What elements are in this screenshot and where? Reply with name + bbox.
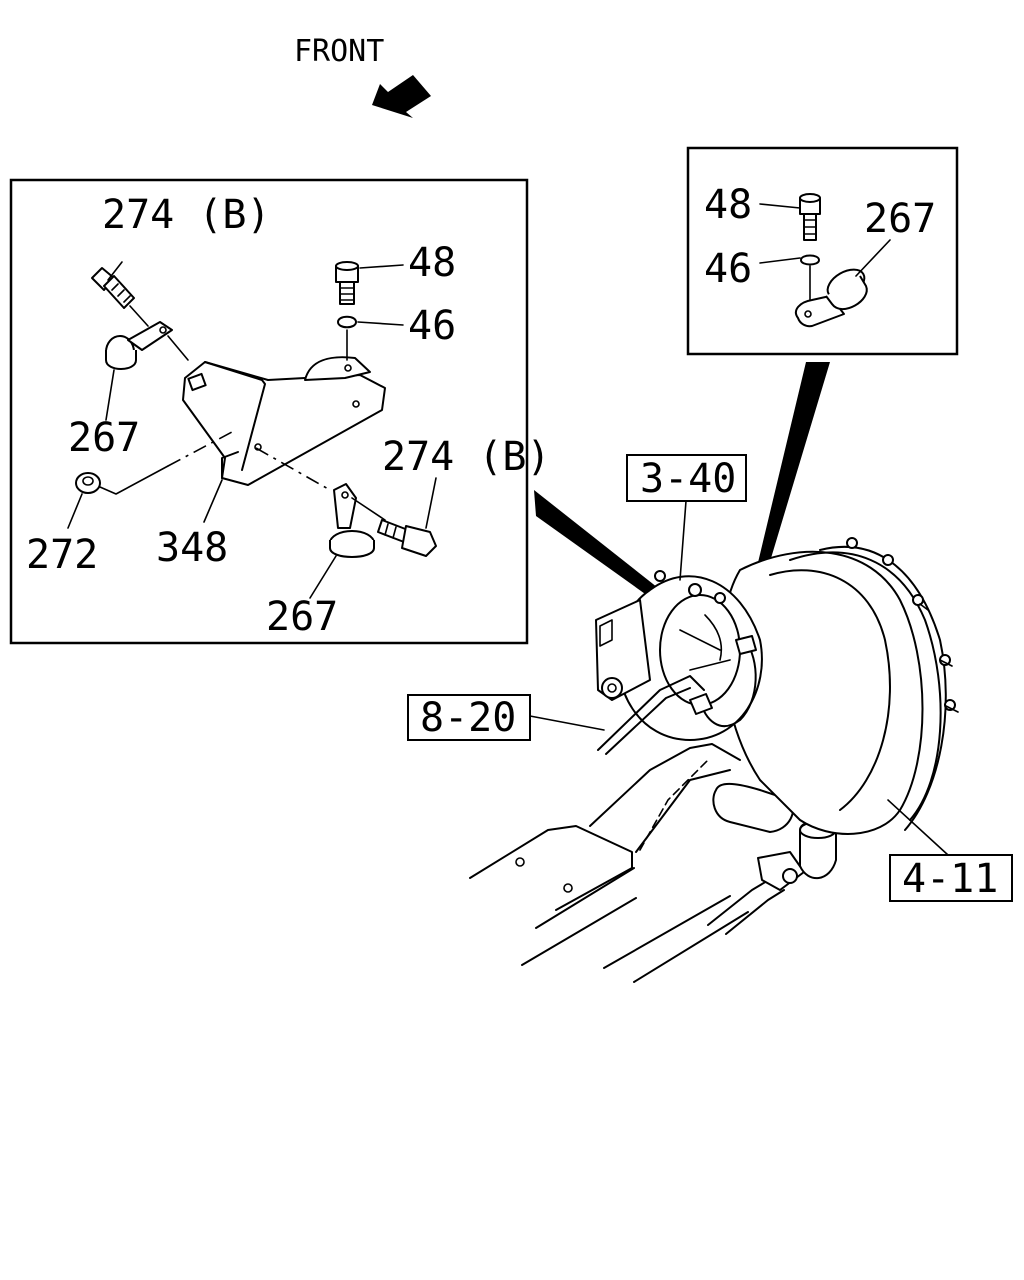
callout-48-left: 48 [408,240,456,286]
ref-8-20: 8-20 [407,694,605,741]
ref-3-40-label: 3-40 [640,456,736,502]
callout-267-lower: 267 [266,594,338,640]
callout-274b-lower: 274 (B) [382,434,551,480]
clamp-267-right [794,268,868,328]
callout-274b-upper: 274 (B) [102,192,271,238]
leader-48-left [359,264,404,269]
callout-348: 348 [156,525,228,571]
callout-272: 272 [26,532,98,578]
leader-267-upper [105,369,115,421]
ref-4-11: 4-11 [887,799,1013,902]
ref-3-40: 3-40 [626,454,747,581]
bracket-348 [182,356,386,486]
bolt-274b-upper [91,267,149,327]
clamp-267-lower [329,483,375,558]
leader-46-left [357,321,404,326]
leader-274b-lower [425,477,437,529]
callout-48-right: 48 [704,182,752,228]
leader-274b-upper [107,261,123,281]
ref-4-11-label: 4-11 [902,856,998,902]
callout-267-upper: 267 [68,415,140,461]
ref-8-20-label: 8-20 [420,695,516,741]
front-arrow-icon [372,75,431,118]
front-indicator: FRONT [294,34,431,118]
leader-267-right [855,239,891,277]
washer-46-right [800,254,820,303]
detail-box-left: 274 (B) 48 46 267 274 (B) 272 348 267 [9,178,551,645]
bolt-48-left [335,261,359,305]
bolt-274b-lower [351,497,437,557]
leader-272 [67,493,83,529]
clamp-267-upper [105,321,189,370]
axle-assembly [469,537,959,983]
bolt-48-right [799,193,821,241]
leader-48-right [759,203,801,209]
nut-272 [75,431,233,495]
leader-46-right [759,257,801,264]
front-label: FRONT [294,34,384,69]
centerline [255,447,331,491]
callout-46-left: 46 [408,303,456,349]
washer-46-left [337,315,357,361]
callout-46-right: 46 [704,246,752,292]
leader-267-lower [309,555,337,599]
detail-box-right: 48 46 267 [686,146,959,356]
leader-348 [203,479,223,523]
callout-267-right: 267 [864,196,936,242]
